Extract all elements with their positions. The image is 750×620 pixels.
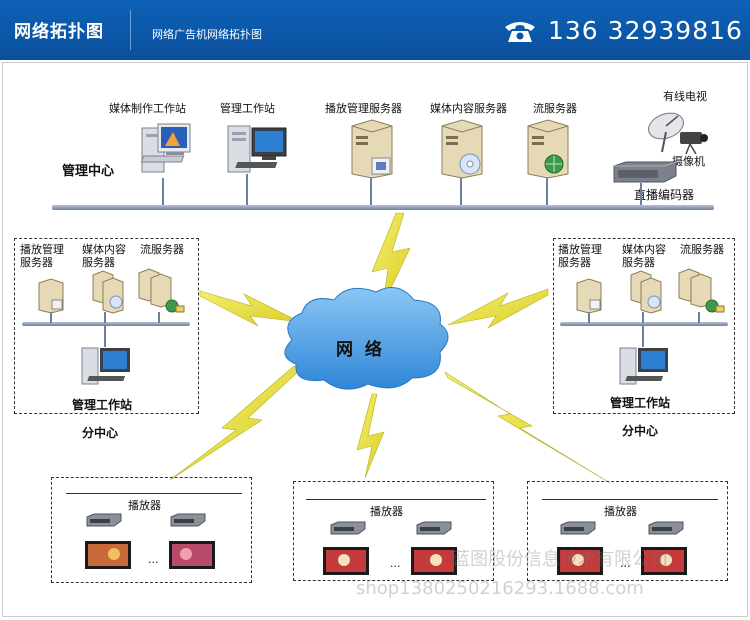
watermark-url: shop1380250216293.1688.com xyxy=(356,578,644,599)
branch-left-play-server-icon xyxy=(38,278,64,314)
header-divider xyxy=(130,10,131,50)
media-server-label: 媒体内容服务器 xyxy=(430,102,507,115)
branch-right-workstation-icon xyxy=(619,347,668,385)
branch-left-workstation-icon xyxy=(81,347,130,385)
player-group-3-bus xyxy=(542,499,718,500)
player-group-2 xyxy=(293,481,494,581)
stream-server-label: 流服务器 xyxy=(533,102,577,115)
branch-left-ws-link xyxy=(104,325,106,347)
display-screen-icon xyxy=(411,547,457,575)
branch-right-ws-label: 管理工作站 xyxy=(610,396,671,410)
branch-left-bus xyxy=(22,322,190,326)
header-subtitle: 网络广告机网络拓扑图 xyxy=(152,28,262,41)
branch-right-stream-server-icon xyxy=(678,268,725,313)
display-screen-icon xyxy=(85,541,131,569)
branch-left-link-1 xyxy=(50,312,52,323)
mgmt-center-label: 管理中心 xyxy=(62,164,115,179)
player-group-3 xyxy=(527,481,728,581)
phone-icon xyxy=(505,22,535,42)
mgmt-workstation-link xyxy=(246,174,248,206)
branch-left-media-server-icon xyxy=(92,270,124,314)
player-group-1-bus xyxy=(66,493,242,494)
player-box-icon xyxy=(86,513,122,527)
branch-right-ws-link xyxy=(642,325,644,347)
diagram-frame xyxy=(2,62,748,617)
display-screen-icon xyxy=(557,547,603,575)
player-group-3-label: 播放器 xyxy=(604,505,637,518)
network-label: 网 络 xyxy=(336,340,385,360)
encoder-icon xyxy=(613,161,677,183)
branch-left-stream-server-icon xyxy=(138,268,185,313)
play-server-icon xyxy=(351,119,393,179)
media-workstation-icon xyxy=(140,123,191,173)
branch-right-name: 分中心 xyxy=(622,424,659,438)
header-title: 网络拓扑图 xyxy=(14,22,104,42)
header-bar: 网络拓扑图 网络广告机网络拓扑图 136 32939816 xyxy=(0,0,750,60)
branch-right-media-server-icon xyxy=(630,270,662,314)
camera-label: 摄像机 xyxy=(672,155,705,168)
branch-right-stream-label: 流服务器 xyxy=(680,243,724,256)
branch-right-media-label: 媒体内容 服务器 xyxy=(622,243,666,269)
stream-server-link xyxy=(546,178,548,206)
branch-right-play-label: 播放管理 服务器 xyxy=(558,243,602,269)
media-workstation-label: 媒体制作工作站 xyxy=(109,102,186,115)
watermark-company: 蓝图股份信息技术有限公司 xyxy=(452,549,668,570)
header-phone: 136 32939816 xyxy=(548,16,743,45)
stream-server-icon xyxy=(527,119,569,179)
branch-left-link-2 xyxy=(104,312,106,323)
branch-left-play-label: 播放管理 服务器 xyxy=(20,243,64,269)
play-server-label: 播放管理服务器 xyxy=(325,102,402,115)
encoder-link xyxy=(640,183,642,206)
branch-left-stream-label: 流服务器 xyxy=(140,243,184,256)
player-group-2-label: 播放器 xyxy=(370,505,403,518)
branch-right-play-server-icon xyxy=(576,278,602,314)
branch-right-link-2 xyxy=(642,312,644,323)
player-group-1-ellipsis: ... xyxy=(148,553,159,566)
player-group-2-bus xyxy=(306,499,486,500)
player-box-icon xyxy=(648,521,684,535)
display-screen-icon xyxy=(169,541,215,569)
lightning-bolts xyxy=(169,212,611,484)
center-bus xyxy=(52,205,714,210)
encoder-label: 直播编码器 xyxy=(634,188,695,202)
media-workstation-link xyxy=(162,178,164,206)
cable-tv-label: 有线电视 xyxy=(663,90,707,103)
satellite-camera-icon xyxy=(648,112,708,155)
play-server-link xyxy=(370,178,372,206)
player-box-icon xyxy=(170,513,206,527)
player-group-1 xyxy=(51,477,252,583)
player-group-1-label: 播放器 xyxy=(128,499,161,512)
mgmt-workstation-label: 管理工作站 xyxy=(220,102,275,115)
branch-right-link-3 xyxy=(698,312,700,323)
branch-box-right xyxy=(553,238,735,414)
branch-right-link-1 xyxy=(588,312,590,323)
player-box-icon xyxy=(330,521,366,535)
player-group-3-ellipsis: ... xyxy=(620,557,631,570)
mgmt-workstation-icon xyxy=(227,125,287,173)
player-group-2-ellipsis: ... xyxy=(390,557,401,570)
branch-left-name: 分中心 xyxy=(82,426,119,440)
display-screen-icon xyxy=(641,547,687,575)
branch-left-ws-label: 管理工作站 xyxy=(72,398,133,412)
branch-box-left xyxy=(14,238,199,414)
branch-left-media-label: 媒体内容 服务器 xyxy=(82,243,126,269)
player-box-icon xyxy=(560,521,596,535)
media-server-link xyxy=(460,178,462,206)
player-box-icon xyxy=(416,521,452,535)
branch-right-bus xyxy=(560,322,728,326)
media-server-icon xyxy=(441,119,483,179)
display-screen-icon xyxy=(323,547,369,575)
branch-left-link-3 xyxy=(158,312,160,323)
network-cloud xyxy=(284,287,449,390)
